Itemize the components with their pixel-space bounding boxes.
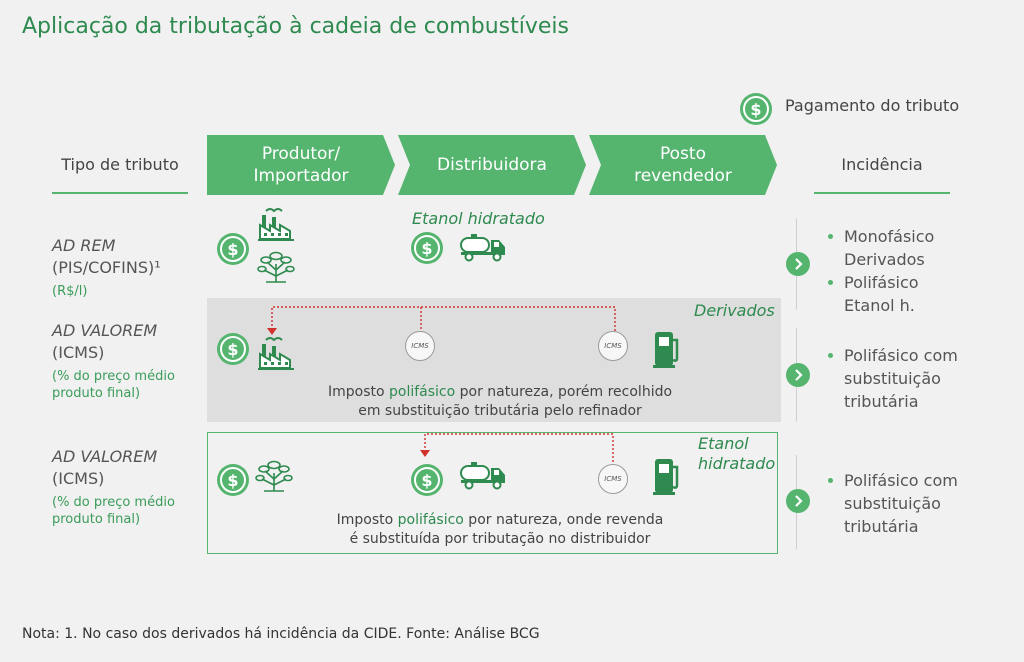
row3-unit-2: produto final) [52,512,141,527]
dollar-coin-icon [410,463,444,497]
header-tipo: Tipo de tributo [61,155,179,174]
bullet-item: Monofásico [826,225,934,248]
row2-sub: (ICMS) [52,343,105,362]
icms-badge: ICMS [598,464,628,494]
row2-product-label: Derivados [694,301,775,320]
row2-label: AD VALOREM (ICMS) (% do preço médio prod… [52,321,175,402]
row1-sub: (PIS/COFINS)¹ [52,258,161,277]
dollar-coin-icon [410,231,444,265]
footnote: Nota: 1. No caso dos derivados há incidê… [22,626,540,642]
row2-band [207,298,781,422]
dollar-coin-icon [739,92,773,126]
page-title: Aplicação da tributação à cadeia de comb… [22,14,569,39]
row3-sub: (ICMS) [52,469,105,488]
bullet-item-cont: tributária [844,392,919,411]
dollar-coin-icon [216,463,250,497]
stage-posto-arrow-shape [589,135,777,195]
stage-distribuidora: Distribuidora [398,135,586,195]
stage-produtor: Produtor/Importador [207,135,395,195]
row2-title: AD VALOREM [52,321,158,340]
bullet-item-cont: Derivados [844,250,925,269]
factory-icon [256,203,296,243]
row1-title: AD REM [52,236,116,255]
dollar-coin-icon [216,332,250,366]
legend-label: Pagamento do tributo [785,96,960,115]
plant-tree-icon [256,250,296,284]
dollar-coin-icon [216,232,250,266]
row3-product-label: Etanol hidratado [698,434,776,473]
row1-incidencia: Monofásico Derivados Polifásico Etanol h… [826,225,934,317]
row3-title: AD VALOREM [52,447,158,466]
stage-produtor-label: Produtor/Importador [253,144,349,186]
stage-distribuidora-label: Distribuidora [437,155,547,175]
row2-unit: (% do preço médio [52,369,175,384]
chevron-right-icon [786,489,810,513]
redirect-arrow [267,306,616,335]
row2-unit-2: produto final) [52,386,141,401]
redirect-arrow [420,433,614,462]
row1-label: AD REM (PIS/COFINS)¹ (R$/l) [52,236,161,300]
row3-label: AD VALOREM (ICMS) (% do preço médio prod… [52,447,175,528]
row3-unit: (% do preço médio [52,495,175,510]
fuel-pump-icon [652,330,682,370]
bullet-item-cont: tributária [844,517,919,536]
bullet-item: Polifásico com [826,344,958,367]
fuel-pump-icon [652,457,682,497]
icms-badge: ICMS [598,331,628,361]
chevron-right-icon [786,252,810,276]
header-tipo-rule [52,192,188,194]
bullet-item-cont: substituição [844,369,941,388]
row1-unit: (R$/l) [52,284,88,299]
chevron-right-icon [786,363,810,387]
stage-distribuidora-arrow-shape [398,135,586,195]
row1-product-label: Etanol hidratado [412,209,545,228]
row2-incidencia: Polifásico com substituição tributária [826,344,958,413]
plant-tree-icon [254,459,294,493]
header-incidencia: Incidência [841,155,923,174]
tanker-truck-icon [459,460,507,490]
tanker-truck-icon [459,232,507,262]
bullet-item: Polifásico com [826,469,958,492]
header-incidencia-rule [814,192,950,194]
stage-produtor-arrow-shape [207,135,395,195]
icms-badge: ICMS [405,331,435,361]
bullet-item-cont: Etanol h. [844,296,915,315]
row3-description: Imposto polifásico por natureza, onde re… [336,512,664,547]
row3-incidencia: Polifásico com substituição tributária [826,469,958,538]
bullet-item-cont: substituição [844,494,941,513]
bullet-item: Polifásico [826,271,934,294]
factory-icon [256,332,296,372]
row2-description: Imposto polifásico por natureza, porém r… [327,384,673,419]
row3-band [207,432,778,554]
